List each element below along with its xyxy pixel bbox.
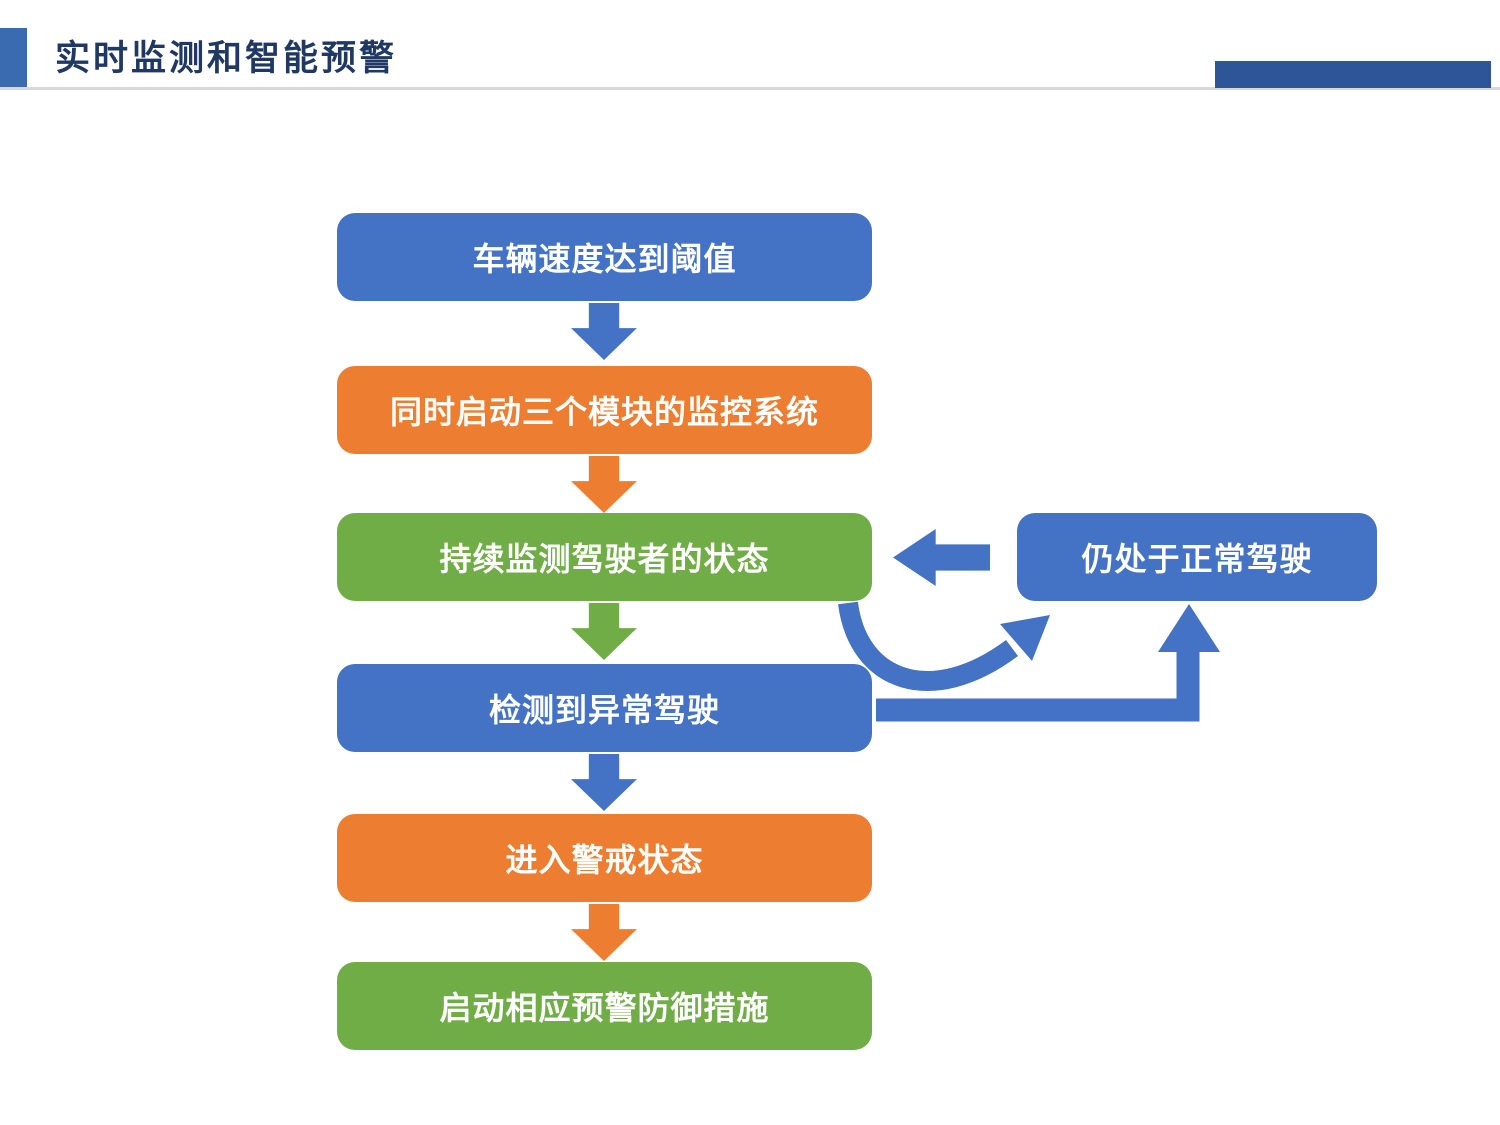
flow-node-normal-driving: 仍处于正常驾驶 bbox=[1017, 513, 1377, 601]
down-arrow-2-icon bbox=[571, 456, 637, 513]
left-arrow-icon bbox=[893, 529, 990, 586]
header-divider bbox=[0, 87, 1500, 90]
elbow-arrow-icon bbox=[876, 650, 1200, 722]
curved-arrowhead-icon bbox=[1000, 615, 1050, 661]
flow-node-start-modules: 同时启动三个模块的监控系统 bbox=[337, 366, 872, 454]
down-arrow-5-icon bbox=[571, 904, 637, 961]
down-arrow-4-icon bbox=[571, 754, 637, 811]
elbow-arrowhead-icon bbox=[1158, 604, 1220, 652]
curved-arrow-icon bbox=[838, 601, 1018, 691]
flow-node-abnormal-detect: 检测到异常驾驶 bbox=[337, 664, 872, 752]
down-arrow-3-icon bbox=[571, 603, 637, 660]
down-arrow-1-icon bbox=[571, 303, 637, 360]
flow-node-alert-state: 进入警戒状态 bbox=[337, 814, 872, 902]
flow-node-speed-threshold: 车辆速度达到阈值 bbox=[337, 213, 872, 301]
page-title: 实时监测和智能预警 bbox=[55, 39, 398, 78]
flow-node-monitor-driver: 持续监测驾驶者的状态 bbox=[337, 513, 872, 601]
header-right-bar bbox=[1215, 61, 1491, 88]
title-accent-bar bbox=[0, 28, 27, 90]
flow-node-defense-measures: 启动相应预警防御措施 bbox=[337, 962, 872, 1050]
